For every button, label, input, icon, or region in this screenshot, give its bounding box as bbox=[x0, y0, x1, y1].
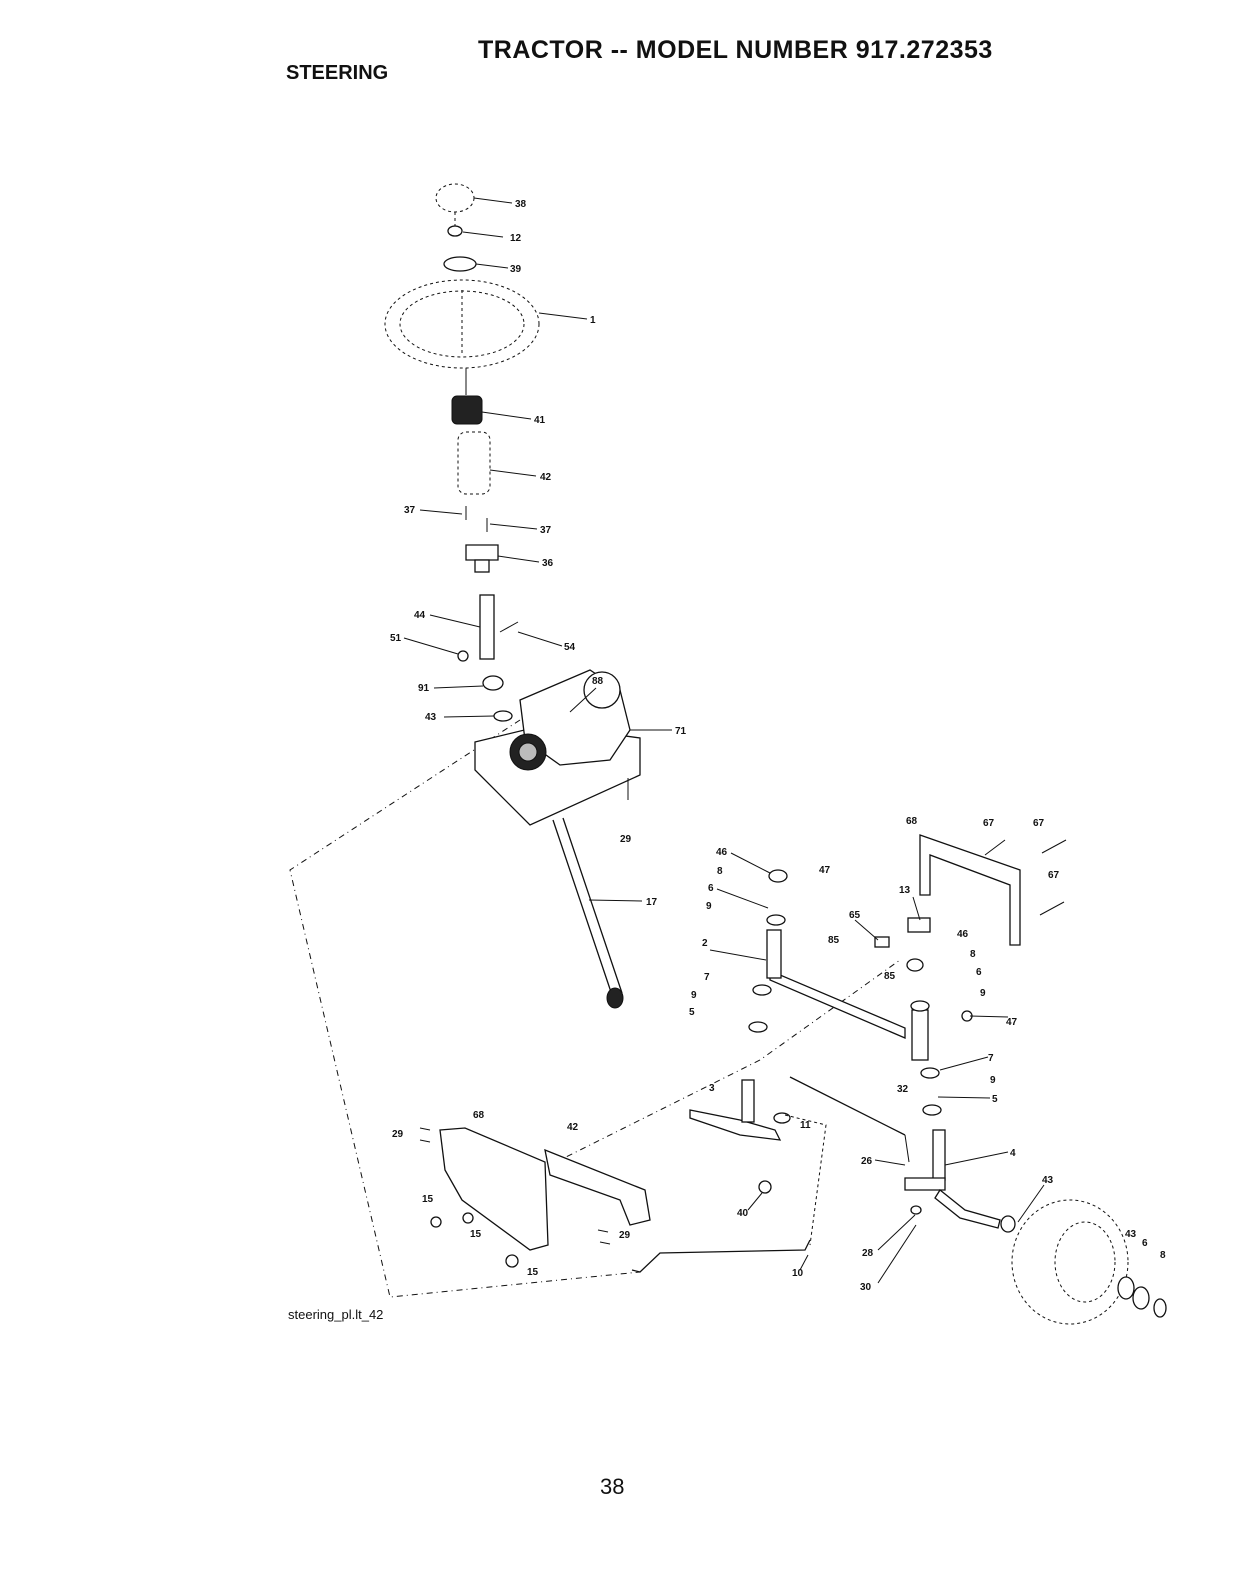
callout-3: 3 bbox=[709, 1083, 715, 1094]
callout-88: 88 bbox=[592, 676, 604, 687]
callout-9c: 9 bbox=[691, 990, 697, 1001]
page-number: 38 bbox=[600, 1474, 624, 1500]
callout-11: 11 bbox=[800, 1120, 811, 1131]
callout-29a: 29 bbox=[620, 834, 632, 845]
callout-91: 91 bbox=[418, 683, 430, 694]
callout-8c: 8 bbox=[1160, 1250, 1166, 1261]
callout-51: 51 bbox=[390, 633, 402, 644]
callout-65: 65 bbox=[849, 910, 861, 921]
callout-71: 71 bbox=[675, 726, 687, 737]
callout-29c: 29 bbox=[619, 1230, 631, 1241]
callout-85a: 85 bbox=[828, 935, 840, 946]
callout-42: 42 bbox=[540, 472, 552, 483]
callout-38: 38 bbox=[515, 199, 527, 210]
callout-68b: 68 bbox=[473, 1110, 485, 1121]
callout-5a: 5 bbox=[689, 1007, 695, 1018]
callout-39: 39 bbox=[510, 264, 522, 275]
callout-7b: 7 bbox=[988, 1053, 994, 1064]
callout-10: 10 bbox=[792, 1268, 804, 1279]
callout-29b: 29 bbox=[392, 1129, 404, 1140]
callout-15b: 15 bbox=[470, 1229, 482, 1240]
callout-32: 32 bbox=[897, 1084, 909, 1095]
callout-26: 26 bbox=[861, 1156, 873, 1167]
callout-43a: 43 bbox=[425, 712, 437, 723]
callout-15c: 15 bbox=[527, 1267, 539, 1278]
callout-28: 28 bbox=[862, 1248, 874, 1259]
callout-67c: 67 bbox=[1048, 870, 1060, 881]
callout-42b: 42 bbox=[567, 1122, 579, 1133]
callout-40: 40 bbox=[737, 1208, 749, 1219]
callout-43b: 43 bbox=[1042, 1175, 1054, 1186]
callout-85b: 85 bbox=[884, 971, 896, 982]
callout-5b: 5 bbox=[992, 1094, 998, 1105]
callout-6b: 6 bbox=[976, 967, 982, 978]
callout-8a: 8 bbox=[717, 866, 723, 877]
callout-67a: 67 bbox=[983, 818, 995, 829]
callout-36: 36 bbox=[542, 558, 554, 569]
callout-6c: 6 bbox=[1142, 1238, 1148, 1249]
callout-41: 41 bbox=[534, 415, 546, 426]
callout-7a: 7 bbox=[704, 972, 710, 983]
callout-44: 44 bbox=[414, 610, 426, 621]
callout-30: 30 bbox=[860, 1282, 872, 1293]
callout-47a: 47 bbox=[819, 865, 831, 876]
callout-47b: 47 bbox=[1006, 1017, 1018, 1028]
callout-15a: 15 bbox=[422, 1194, 434, 1205]
callout-43c: 43 bbox=[1125, 1229, 1137, 1240]
callout-46b: 46 bbox=[957, 929, 969, 940]
callout-13: 13 bbox=[899, 885, 911, 896]
callout-9b: 9 bbox=[980, 988, 986, 999]
callout-54: 54 bbox=[564, 642, 576, 653]
callout-9d: 9 bbox=[990, 1075, 996, 1086]
callout-68a: 68 bbox=[906, 816, 918, 827]
callout-9a: 9 bbox=[706, 901, 712, 912]
callout-1: 1 bbox=[590, 315, 596, 326]
callout-37b: 37 bbox=[540, 525, 552, 536]
callout-2: 2 bbox=[702, 938, 708, 949]
callout-8b: 8 bbox=[970, 949, 976, 960]
callout-17: 17 bbox=[646, 897, 658, 908]
callout-6a: 6 bbox=[708, 883, 714, 894]
callout-67b: 67 bbox=[1033, 818, 1045, 829]
callout-12: 12 bbox=[510, 233, 522, 244]
callout-37a: 37 bbox=[404, 505, 416, 516]
callout-46a: 46 bbox=[716, 847, 728, 858]
callout-4: 4 bbox=[1010, 1148, 1016, 1159]
figure-label: steering_pl.lt_42 bbox=[288, 1307, 383, 1322]
